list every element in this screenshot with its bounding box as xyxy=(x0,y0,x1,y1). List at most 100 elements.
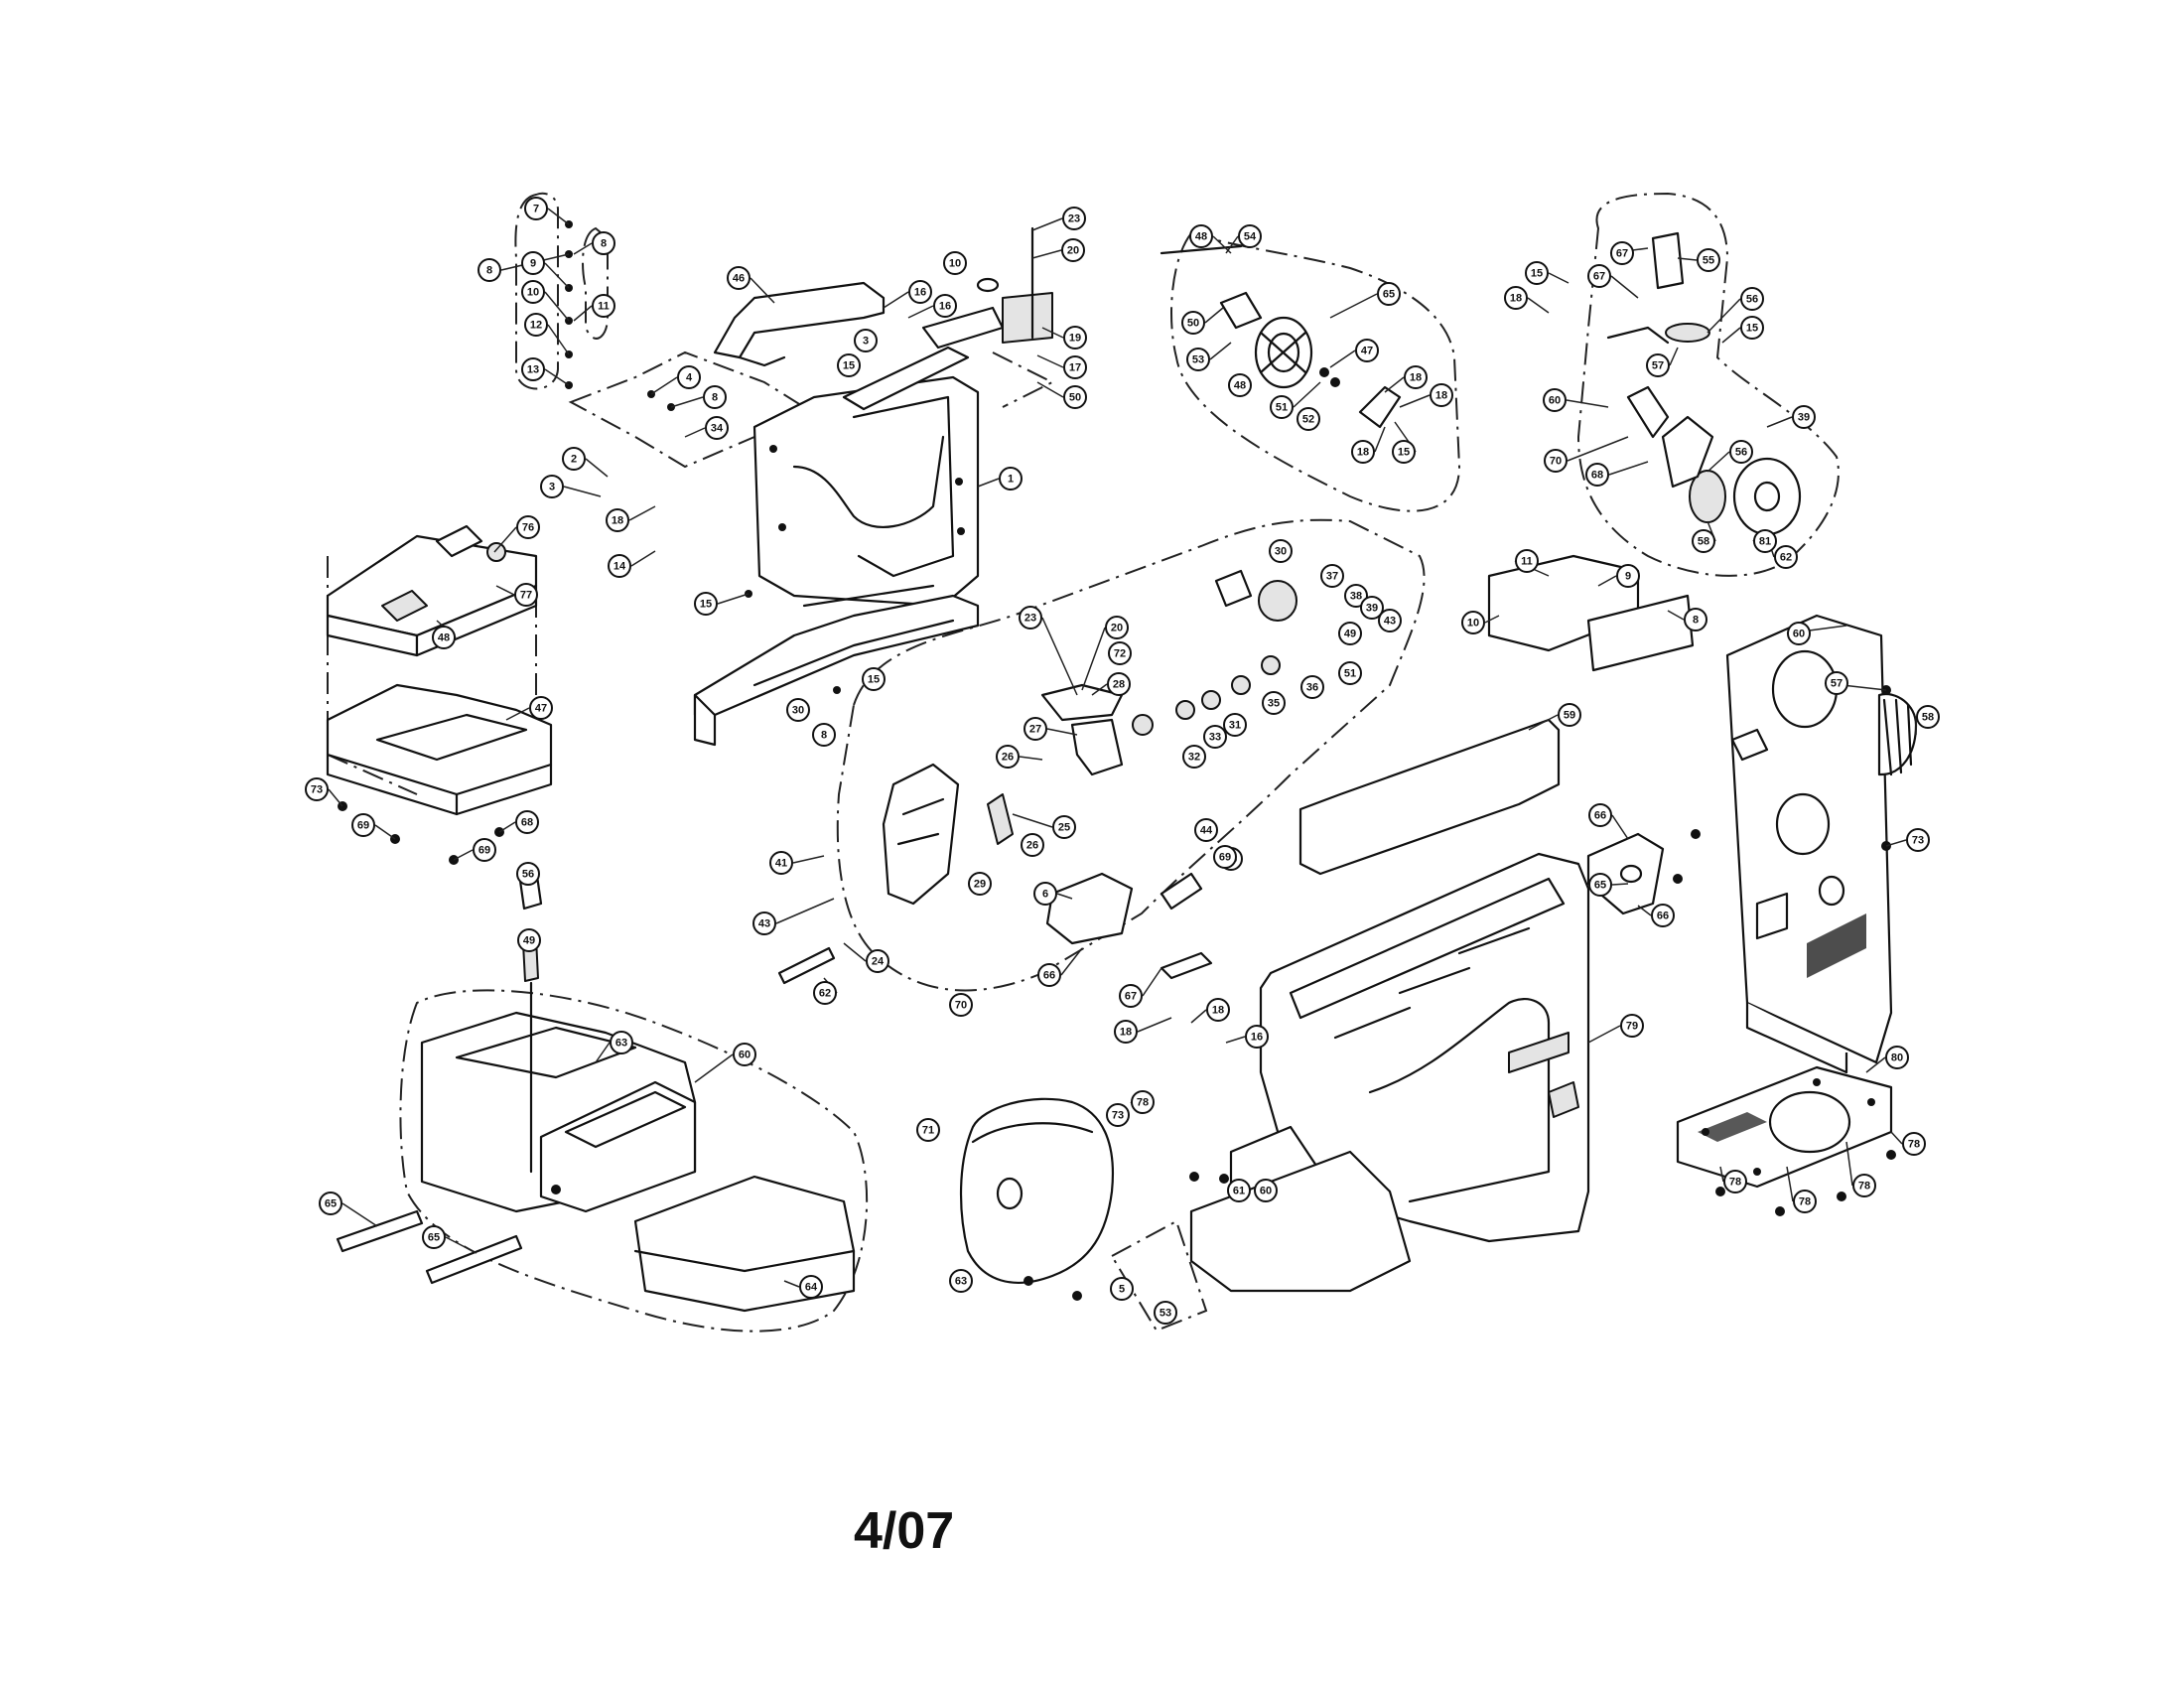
part-callout-28: 28 xyxy=(1107,672,1131,696)
part-callout-15: 15 xyxy=(1740,316,1764,340)
part-callout-10: 10 xyxy=(521,280,545,304)
part-callout-8: 8 xyxy=(812,723,836,747)
part-number-label: 2 xyxy=(571,454,577,466)
part-number-label: 52 xyxy=(1302,414,1314,426)
group-outline-handwheel xyxy=(1170,231,1461,512)
group-outline-screw-stack xyxy=(514,192,609,390)
part-callout-17: 17 xyxy=(1063,355,1087,379)
part-number-label: 57 xyxy=(1652,360,1664,372)
part-callout-73: 73 xyxy=(305,777,329,801)
part-number-label: 46 xyxy=(733,273,745,285)
part-callout-53: 53 xyxy=(1154,1301,1177,1325)
part-callout-57: 57 xyxy=(1825,671,1848,695)
part-number-label: 15 xyxy=(868,674,880,686)
part-number-label: 15 xyxy=(843,360,855,372)
part-number-label: 20 xyxy=(1067,245,1079,257)
part-number-label: 15 xyxy=(1746,323,1758,335)
part-number-label: 36 xyxy=(1306,682,1318,694)
part-number-label: 39 xyxy=(1798,412,1810,424)
part-callout-78: 78 xyxy=(1793,1190,1817,1213)
part-callout-30: 30 xyxy=(1269,539,1293,563)
part-callout-29: 29 xyxy=(968,872,992,896)
part-number-label: 78 xyxy=(1729,1177,1741,1189)
part-callout-63: 63 xyxy=(610,1031,633,1054)
part-number-label: 13 xyxy=(527,364,539,376)
part-callout-8: 8 xyxy=(1684,608,1707,632)
part-number-label: 51 xyxy=(1344,668,1356,680)
part-callout-6: 6 xyxy=(1033,882,1057,906)
part-callout-78: 78 xyxy=(1131,1090,1155,1114)
inner-mechanism-assembly xyxy=(777,569,1297,985)
part-callout-19: 19 xyxy=(1063,326,1087,350)
part-callout-12: 12 xyxy=(524,313,548,337)
part-callout-26: 26 xyxy=(1021,833,1044,857)
part-number-label: 72 xyxy=(1114,648,1126,660)
part-number-label: 16 xyxy=(939,301,951,313)
part-number-label: 18 xyxy=(1410,372,1422,384)
part-callout-59: 59 xyxy=(1558,703,1581,727)
part-number-label: 67 xyxy=(1125,991,1137,1003)
part-number-label: 63 xyxy=(955,1276,967,1288)
part-number-label: 23 xyxy=(1068,213,1080,225)
part-callout-33: 33 xyxy=(1203,725,1227,749)
part-callout-4: 4 xyxy=(677,365,701,389)
part-number-label: 25 xyxy=(1058,822,1070,834)
part-number-label: 63 xyxy=(615,1038,627,1050)
part-callout-44: 44 xyxy=(1194,818,1218,842)
part-callout-63: 63 xyxy=(949,1269,973,1293)
part-number-label: 28 xyxy=(1113,679,1125,691)
part-number-label: 55 xyxy=(1703,255,1714,267)
part-callout-10: 10 xyxy=(1461,611,1485,634)
part-number-label: 37 xyxy=(1326,571,1338,583)
part-number-label: 18 xyxy=(1120,1027,1132,1039)
part-number-label: 79 xyxy=(1626,1021,1638,1033)
face-plate-cover xyxy=(959,1097,1114,1284)
part-callout-10: 10 xyxy=(943,251,967,275)
part-number-label: 73 xyxy=(1112,1110,1124,1122)
callout-layer: 7898101112134834231814154616161531023201… xyxy=(305,197,1940,1325)
part-callout-35: 35 xyxy=(1262,691,1286,715)
part-number-label: 58 xyxy=(1698,536,1709,548)
part-callout-18: 18 xyxy=(1404,365,1428,389)
part-callout-71: 71 xyxy=(916,1118,940,1142)
part-callout-20: 20 xyxy=(1105,616,1129,639)
part-callout-48: 48 xyxy=(1189,224,1213,248)
part-number-label: 18 xyxy=(1212,1005,1224,1017)
part-number-label: 67 xyxy=(1616,248,1628,260)
part-callout-60: 60 xyxy=(1543,388,1567,412)
part-callout-55: 55 xyxy=(1697,248,1720,272)
part-number-label: 53 xyxy=(1160,1308,1171,1320)
part-number-label: 11 xyxy=(1521,556,1533,568)
part-number-label: 49 xyxy=(1344,629,1356,640)
part-number-label: 78 xyxy=(1908,1139,1920,1151)
part-number-label: 73 xyxy=(311,784,323,796)
part-number-label: 60 xyxy=(1793,629,1805,640)
part-number-label: 9 xyxy=(1625,571,1631,583)
part-number-label: 60 xyxy=(739,1050,751,1061)
part-callout-60: 60 xyxy=(733,1043,756,1066)
part-callout-36: 36 xyxy=(1300,675,1324,699)
part-number-label: 67 xyxy=(1593,271,1605,283)
group-outline-storage-box xyxy=(399,989,869,1333)
part-callout-38: 38 xyxy=(1344,584,1368,608)
part-callout-16: 16 xyxy=(908,280,932,304)
upper-handle-bar xyxy=(713,281,886,367)
part-callout-70: 70 xyxy=(949,993,973,1017)
part-callout-39: 39 xyxy=(1792,405,1816,429)
part-number-label: 70 xyxy=(1550,456,1562,468)
part-callout-77: 77 xyxy=(514,583,538,607)
part-callout-53: 53 xyxy=(1186,348,1210,371)
part-callout-80: 80 xyxy=(1885,1046,1909,1069)
accessory-tray-base xyxy=(326,683,553,816)
part-callout-15: 15 xyxy=(862,667,886,691)
part-number-label: 3 xyxy=(549,482,555,493)
part-number-label: 27 xyxy=(1029,724,1041,736)
part-number-label: 18 xyxy=(1435,390,1447,402)
part-number-label: 18 xyxy=(612,515,623,527)
part-callout-68: 68 xyxy=(1585,463,1609,487)
part-number-label: 6 xyxy=(1042,889,1048,901)
part-callout-18: 18 xyxy=(1114,1020,1138,1044)
group-outline-thread-panel xyxy=(1110,1219,1208,1333)
part-number-label: 47 xyxy=(535,703,547,715)
part-callout-18: 18 xyxy=(1206,998,1230,1022)
